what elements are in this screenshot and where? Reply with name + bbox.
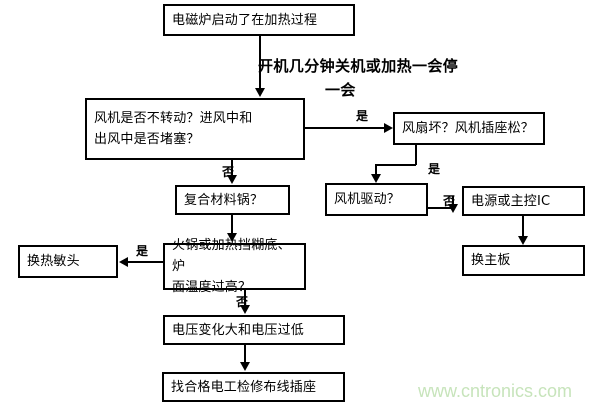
arrowhead-hotpot-to-thermistor bbox=[119, 257, 128, 267]
node-fan-drive: 风机驱动？ bbox=[325, 183, 428, 216]
edge-hotpot-to-thermistor bbox=[128, 261, 165, 263]
edge-power-ic-to-mainboard bbox=[522, 216, 524, 237]
edge-fan-check-to-fan-bad bbox=[305, 127, 385, 129]
node-start: 电磁炉启动了在加热过程 bbox=[163, 4, 355, 36]
arrowhead-fan-bad-to-fan-drive bbox=[371, 174, 381, 183]
edge-label-no-voltage: 否 bbox=[236, 295, 249, 309]
edge-label-no-power-ic: 否 bbox=[443, 194, 456, 208]
edge-fan-bad-down bbox=[415, 145, 417, 165]
edge-fan-drive-to-power-ic-v bbox=[452, 196, 454, 208]
edge-label-yes-thermistor: 是 bbox=[136, 244, 149, 258]
node-voltage-issue: 电压变化大和电压过低 bbox=[163, 315, 345, 345]
node-composite-pot: 复合材料锅？ bbox=[175, 185, 290, 215]
node-replace-thermistor-label: 换热敏头 bbox=[27, 254, 80, 269]
node-start-label: 电磁炉启动了在加热过程 bbox=[172, 12, 318, 28]
edge-voltage-to-electrician bbox=[244, 345, 246, 363]
arrowhead-power-ic-to-mainboard bbox=[518, 236, 528, 245]
arrowhead-composite-to-hotpot bbox=[227, 233, 237, 242]
edge-label-yes-fan-bad: 是 bbox=[356, 109, 369, 123]
edge-fan-bad-to-fan-drive-v bbox=[375, 164, 377, 176]
annotation-symptom-line-2: 一会 bbox=[325, 81, 356, 99]
arrowhead-voltage-to-electrician bbox=[240, 362, 250, 371]
arrowhead-fan-drive-to-power-ic bbox=[448, 204, 458, 213]
node-hotpot-overheat: 火锅或加热挡糊底、炉 面温度过高？ bbox=[163, 238, 306, 295]
node-fan-bad: 风扇坏？风机插座松？ bbox=[393, 112, 545, 145]
edge-label-no-composite: 否 bbox=[222, 165, 235, 179]
node-fan-bad-label: 风扇坏？风机插座松？ bbox=[402, 121, 535, 136]
edge-hotpot-to-voltage bbox=[244, 290, 246, 307]
node-fan-check: 风机是否不转动？进风中和 出风中是否堵塞？ bbox=[85, 98, 305, 160]
node-fan-drive-label: 风机驱动？ bbox=[334, 192, 401, 207]
edge-fan-check-to-composite bbox=[231, 160, 233, 177]
node-replace-mainboard: 换主板 bbox=[462, 245, 585, 276]
node-replace-thermistor: 换热敏头 bbox=[18, 245, 118, 278]
node-power-or-main-ic-label: 电源或主控IC bbox=[471, 193, 551, 209]
node-call-electrician-label: 找合格电工检修布线插座 bbox=[171, 379, 317, 395]
node-composite-pot-label: 复合材料锅？ bbox=[184, 192, 264, 208]
node-voltage-issue-label: 电压变化大和电压过低 bbox=[172, 322, 305, 338]
edge-composite-to-hotpot bbox=[231, 215, 233, 235]
edge-fan-drive-to-power-ic bbox=[428, 207, 454, 209]
edge-label-yes-fan-drive: 是 bbox=[428, 162, 441, 176]
edge-fan-bad-to-fan-drive bbox=[375, 164, 416, 166]
arrowhead-fan-check-to-composite bbox=[227, 175, 237, 184]
arrowhead-fan-check-to-fan-bad bbox=[384, 123, 393, 133]
site-watermark: www.cntronics.com bbox=[418, 381, 573, 401]
node-call-electrician: 找合格电工检修布线插座 bbox=[162, 372, 345, 402]
arrowhead-hotpot-to-voltage bbox=[240, 305, 250, 314]
edge-fan-check-to-composite-jog bbox=[231, 160, 232, 162]
node-replace-mainboard-label: 换主板 bbox=[471, 253, 511, 268]
node-power-or-main-ic: 电源或主控IC bbox=[462, 186, 585, 216]
node-hotpot-overheat-label: 火锅或加热挡糊底、炉 面温度过高？ bbox=[172, 238, 291, 295]
edge-start-to-fan-check bbox=[259, 36, 261, 89]
annotation-symptom-line-1: 开机几分钟关机或加热一会停 bbox=[258, 57, 459, 75]
node-fan-check-label: 风机是否不转动？进风中和 出风中是否堵塞？ bbox=[94, 111, 253, 147]
arrowhead-start-to-fan-check bbox=[255, 88, 265, 97]
